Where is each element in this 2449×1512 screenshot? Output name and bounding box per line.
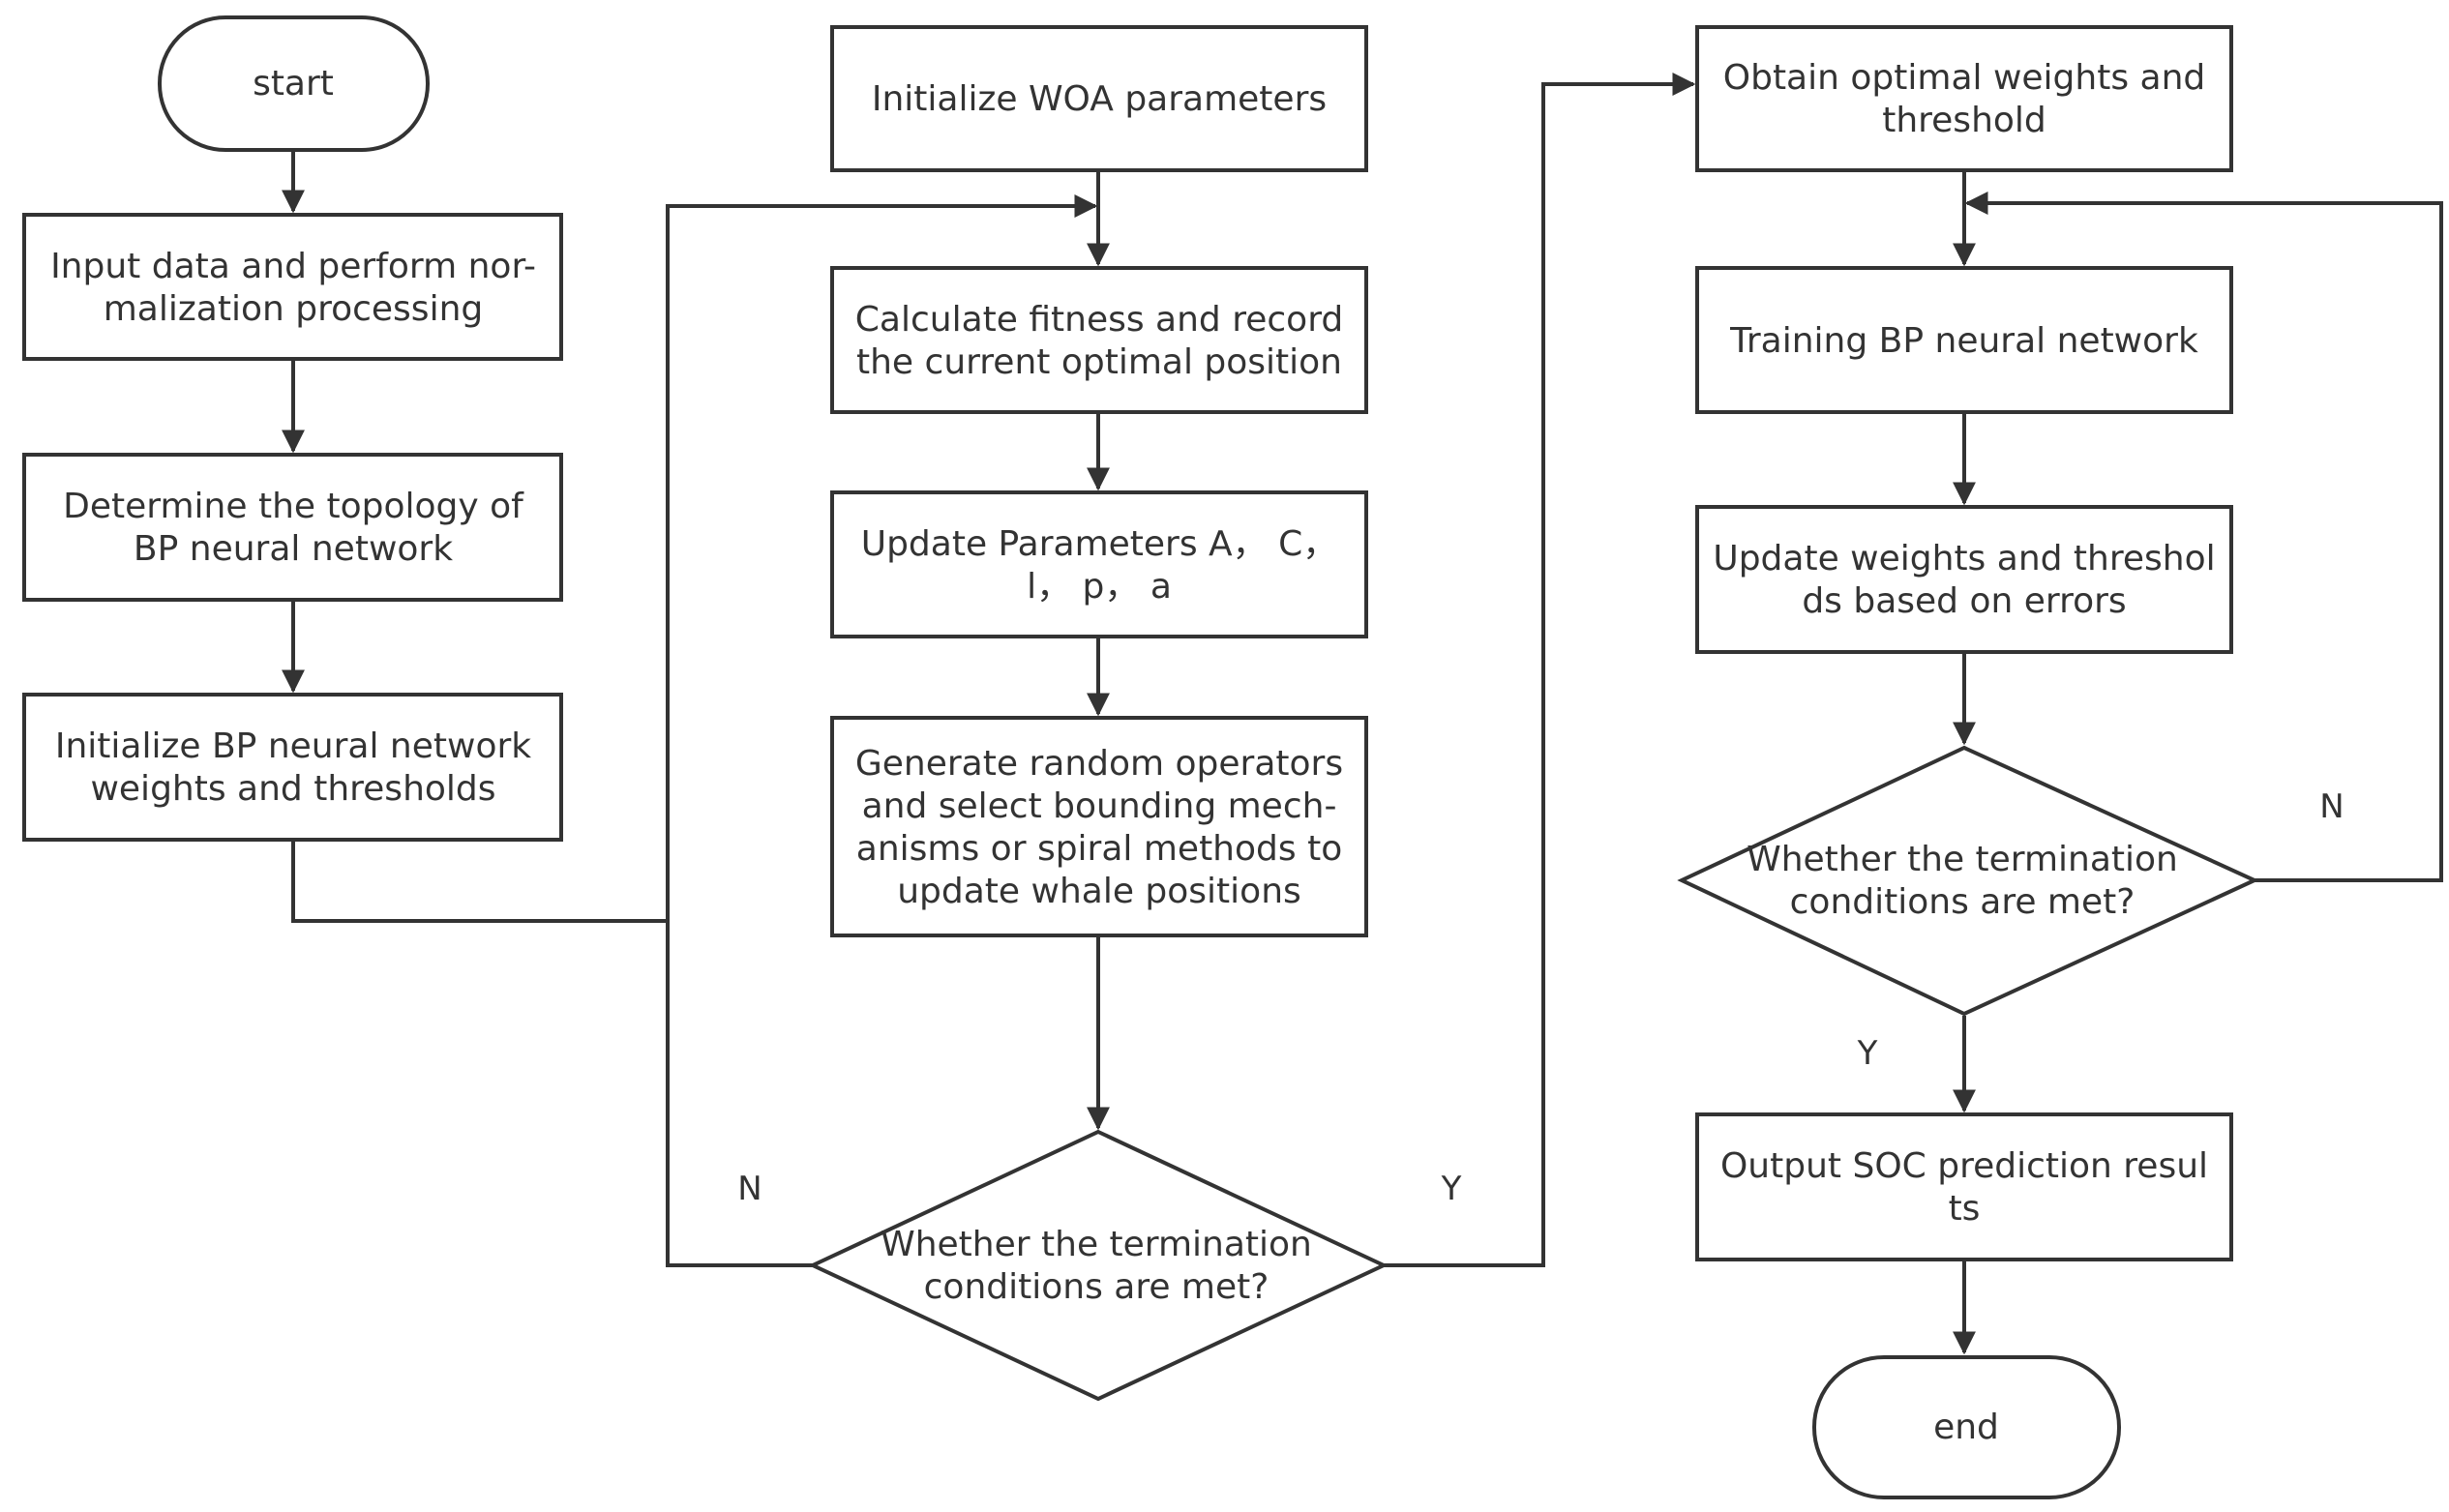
label-line: Training BP neural network [1729,321,2198,361]
label-line: Generate random operators [855,744,1343,784]
label-line: conditions are met? [924,1267,1269,1307]
start-node: start [158,15,430,152]
start-label: start [253,64,334,104]
label-line: Output SOC prediction resul [1720,1146,2208,1186]
label-line: Update weights and threshol [1713,539,2215,578]
label-line: weights and thresholds [90,769,495,809]
label-line: Update Parameters A， C， [861,524,1338,564]
label-line: ts [1949,1189,1981,1229]
label-line: anisms or spiral methods to [856,829,1342,869]
label-line: malization processing [104,289,484,329]
label-line: BP neural network [134,529,453,569]
label-line: Determine the topology of [63,487,524,526]
training-label: Training BP neural network [1729,321,2198,361]
decision-woa-yes-label: Y [1441,1170,1462,1208]
label-line: threshold [1882,101,2046,140]
label-line: Input data and perform nor- [50,247,536,286]
input-data-label: Input data and perform nor-malization pr… [50,247,536,329]
end-node: end [1812,1355,2121,1499]
label-line: Initialize BP neural network [55,726,531,766]
training-box: Training BP neural network [1695,266,2233,414]
label-line: Obtain optimal weights and [1723,58,2206,98]
init-woa-label: Initialize WOA parameters [872,79,1327,119]
arrow-no-loop-back [666,194,1098,1267]
decision-bp-yes-label: Y [1857,1034,1878,1073]
arrow-no-loop-back-right [1964,192,2443,882]
decision-woa-no-label: N [737,1170,762,1208]
update-params-label: Update Parameters A， C，l， p， a [861,524,1338,607]
connectors [282,73,2443,1355]
end-label: end [1933,1408,1999,1447]
init-woa-box: Initialize WOA parameters [830,25,1368,172]
label-line: the current optimal position [856,342,1342,382]
update-params-box: Update Parameters A， C，l， p， a [830,490,1368,638]
label-line: Whether the termination [1747,840,2178,879]
input-data-box: Input data and perform nor-malization pr… [22,213,563,361]
label-line: conditions are met? [1790,882,2135,922]
label-line: ds based on errors [1802,581,2126,621]
label-line: l， p， a [1027,567,1172,607]
connector-init-bp-to-loop [291,841,668,923]
label-line: Initialize WOA parameters [872,79,1327,119]
decision-bp-no-label: N [2319,787,2344,826]
label-line: update whale positions [897,872,1301,911]
label-line: and select bounding mech- [862,786,1337,826]
label-line: Calculate fitness and record [855,300,1343,340]
label-line: Whether the termination [881,1225,1312,1264]
arrow-yes-to-optimal [1384,73,1696,1267]
